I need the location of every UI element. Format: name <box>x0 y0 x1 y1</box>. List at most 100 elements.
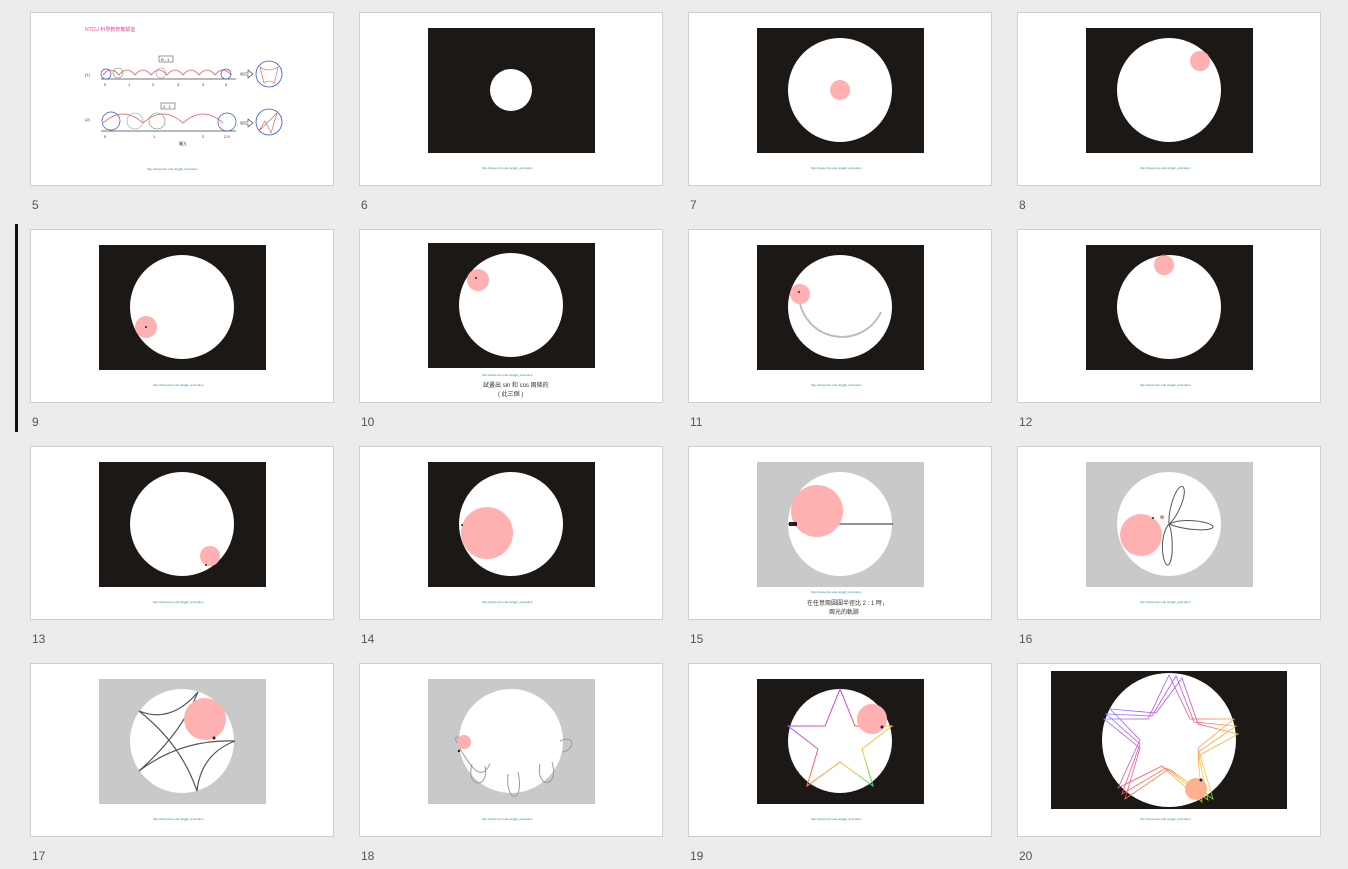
rainbow-star-curve <box>1102 674 1240 803</box>
arrow-right-icon <box>240 118 254 128</box>
slide5-row2-start-circle <box>101 111 121 131</box>
slide-10-preview: http://www.ntcu.edu.tw/ggb_animation 試畫出… <box>359 229 663 403</box>
slide-url: http://www.ntcu.edu.tw/ggb_animation <box>1140 383 1191 387</box>
slide5-box2 <box>160 102 176 110</box>
pink-disc <box>1120 514 1162 556</box>
slide-5-preview: NTCU 科學教育實驗室 B : 1 (1) 0 1 2 3 4 5 <box>30 12 334 186</box>
slide-11-graphic: http://www.ntcu.edu.tw/ggb_animation <box>757 245 924 387</box>
arrow-right-icon <box>240 69 254 79</box>
slide5-row2-label: (2) <box>85 117 91 122</box>
slide-11-preview: http://www.ntcu.edu.tw/ggb_animation <box>688 229 992 403</box>
slide-number: 12 <box>1019 415 1033 429</box>
slide-url: http://www.ntcu.edu.tw/ggb_animation <box>147 167 198 171</box>
selection-indicator <box>15 224 18 432</box>
slide5-row1-circle-b <box>155 67 167 79</box>
slide-17-preview: http://www.ntcu.edu.tw/ggb_animation <box>30 663 334 837</box>
slide-thumbnail-8[interactable]: http://www.ntcu.edu.tw/ggb_animation 8 <box>1017 12 1321 212</box>
slide-number: 20 <box>1019 849 1033 863</box>
slide-url: http://www.ntcu.edu.tw/ggb_animation <box>811 817 862 821</box>
slide-20-graphic: http://www.ntcu.edu.tw/ggb_animation <box>1051 671 1287 821</box>
white-circle <box>788 689 892 793</box>
slide5-tick: 0 <box>104 134 107 139</box>
slide5-tick: 0 <box>104 82 107 87</box>
epicycloid-loops <box>455 736 573 797</box>
slide-thumbnail-19[interactable]: http://www.ntcu.edu.tw/ggb_animation 19 <box>688 663 992 863</box>
slide-12-graphic: http://www.ntcu.edu.tw/ggb_animation <box>1086 245 1253 387</box>
trefoil-curve <box>1162 485 1214 566</box>
pink-disc <box>461 507 513 559</box>
trace-point <box>205 564 207 566</box>
slide-17-graphic: http://www.ntcu.edu.tw/ggb_animation <box>99 679 266 821</box>
slide5-row1-ticks: 0 1 2 3 4 5 <box>104 82 228 87</box>
slide-number: 11 <box>690 415 703 429</box>
slide-number: 9 <box>32 415 39 429</box>
slide-number: 10 <box>361 415 375 429</box>
slide5-figure-label: 圖九 <box>179 140 187 146</box>
trace-point <box>212 736 216 740</box>
slide-20-preview: http://www.ntcu.edu.tw/ggb_animation <box>1017 663 1321 837</box>
trace-point <box>1199 778 1203 782</box>
slide-thumbnail-5[interactable]: NTCU 科學教育實驗室 B : 1 (1) 0 1 2 3 4 5 <box>30 12 334 212</box>
trace-point <box>461 524 463 526</box>
slide-thumbnail-6[interactable]: http://www.ntcu.edu.tw/ggb_animation 6 <box>359 12 663 212</box>
slide-thumbnail-14[interactable]: http://www.ntcu.edu.tw/ggb_animation 14 <box>359 446 663 646</box>
slide-thumbnail-18[interactable]: http://www.ntcu.edu.tw/ggb_animation 18 <box>359 663 663 863</box>
slide-url: http://www.ntcu.edu.tw/ggb_animation <box>482 166 533 170</box>
slide-thumbnail-17[interactable]: http://www.ntcu.edu.tw/ggb_animation 17 <box>30 663 334 863</box>
slide5-tick: 3 <box>177 82 180 87</box>
slide-13-graphic: http://www.ntcu.edu.tw/ggb_animation <box>99 462 266 604</box>
slide-thumbnail-10[interactable]: http://www.ntcu.edu.tw/ggb_animation 試畫出… <box>359 229 663 429</box>
slide-thumbnail-12[interactable]: http://www.ntcu.edu.tw/ggb_animation 12 <box>1017 229 1321 429</box>
slide-thumbnail-7[interactable]: http://www.ntcu.edu.tw/ggb_animation 7 <box>688 12 992 212</box>
slide5-row2-arcs <box>102 113 224 124</box>
slide5-row1-start-circle <box>100 68 112 80</box>
slide-thumbnail-11[interactable]: http://www.ntcu.edu.tw/ggb_animation 11 <box>688 229 992 429</box>
slide5-tick: 2 <box>152 82 155 87</box>
slide-url: http://www.ntcu.edu.tw/ggb_animation <box>1140 600 1191 604</box>
slide5-row1-label: (1) <box>85 72 91 77</box>
slide-16-graphic: http://www.ntcu.edu.tw/ggb_animation <box>1086 462 1253 604</box>
white-circle <box>788 255 892 359</box>
slide5-tick: 1 <box>128 82 131 87</box>
slide5-row2-circle-b <box>148 112 166 130</box>
slide-url: http://www.ntcu.edu.tw/ggb_animation <box>811 166 862 170</box>
slide-thumbnail-15[interactable]: http://www.ntcu.edu.tw/ggb_animation 在任意… <box>688 446 992 646</box>
white-circle <box>490 69 532 111</box>
slide5-box2-label: 2 : 1 <box>163 104 172 109</box>
slide5-tick: 1 <box>153 134 156 139</box>
slide5-row2-ticks: 0 1 2 2.5 <box>104 134 230 139</box>
slide-number: 5 <box>32 198 39 212</box>
trace-point <box>1160 515 1164 519</box>
slide5-tick: 5 <box>225 82 228 87</box>
trace-point <box>457 749 461 753</box>
slide5-row2-result-curve <box>258 112 278 134</box>
slide-9-preview: http://www.ntcu.edu.tw/ggb_animation <box>30 229 334 403</box>
slide-thumbnail-20[interactable]: http://www.ntcu.edu.tw/ggb_animation 20 <box>1017 663 1321 863</box>
slide-url: http://www.ntcu.edu.tw/ggb_animation <box>153 600 204 604</box>
trace-point <box>1163 254 1165 256</box>
slide-url: http://www.ntcu.edu.tw/ggb_animation <box>153 383 204 387</box>
slide-6-graphic: http://www.ntcu.edu.tw/ggb_animation <box>428 28 595 170</box>
slide-url: http://www.ntcu.edu.tw/ggb_animation <box>1140 817 1191 821</box>
slide-12-preview: http://www.ntcu.edu.tw/ggb_animation <box>1017 229 1321 403</box>
white-circle <box>459 253 563 357</box>
slide5-row1-result-curve <box>259 66 279 84</box>
trace-point <box>145 326 147 328</box>
slide-thumbnail-13[interactable]: http://www.ntcu.edu.tw/ggb_animation 13 <box>30 446 334 646</box>
slide-6-preview: http://www.ntcu.edu.tw/ggb_animation <box>359 12 663 186</box>
slide-19-graphic: http://www.ntcu.edu.tw/ggb_animation <box>757 679 924 821</box>
slide-caption-line2: ( 此三個 ) <box>498 390 523 398</box>
slide5-row2-result-circle <box>255 108 283 136</box>
slide-number: 19 <box>690 849 704 863</box>
slide-8-graphic: http://www.ntcu.edu.tw/ggb_animation <box>1086 28 1253 170</box>
slide-thumbnail-9[interactable]: http://www.ntcu.edu.tw/ggb_animation 9 <box>30 229 334 429</box>
slide-url: http://www.ntcu.edu.tw/ggb_animation <box>153 817 204 821</box>
slide-thumbnail-16[interactable]: http://www.ntcu.edu.tw/ggb_animation 16 <box>1017 446 1321 646</box>
slide-18-graphic: http://www.ntcu.edu.tw/ggb_animation <box>428 679 595 821</box>
white-circle <box>459 689 563 793</box>
slide-number: 13 <box>32 632 46 646</box>
slide5-row1-arcs <box>102 69 232 76</box>
slide-10-graphic: http://www.ntcu.edu.tw/ggb_animation 試畫出… <box>428 243 595 398</box>
slide-caption-line1: 試畫出 sin 和 cos 兩條的 <box>483 381 549 389</box>
pink-disc <box>790 284 810 304</box>
